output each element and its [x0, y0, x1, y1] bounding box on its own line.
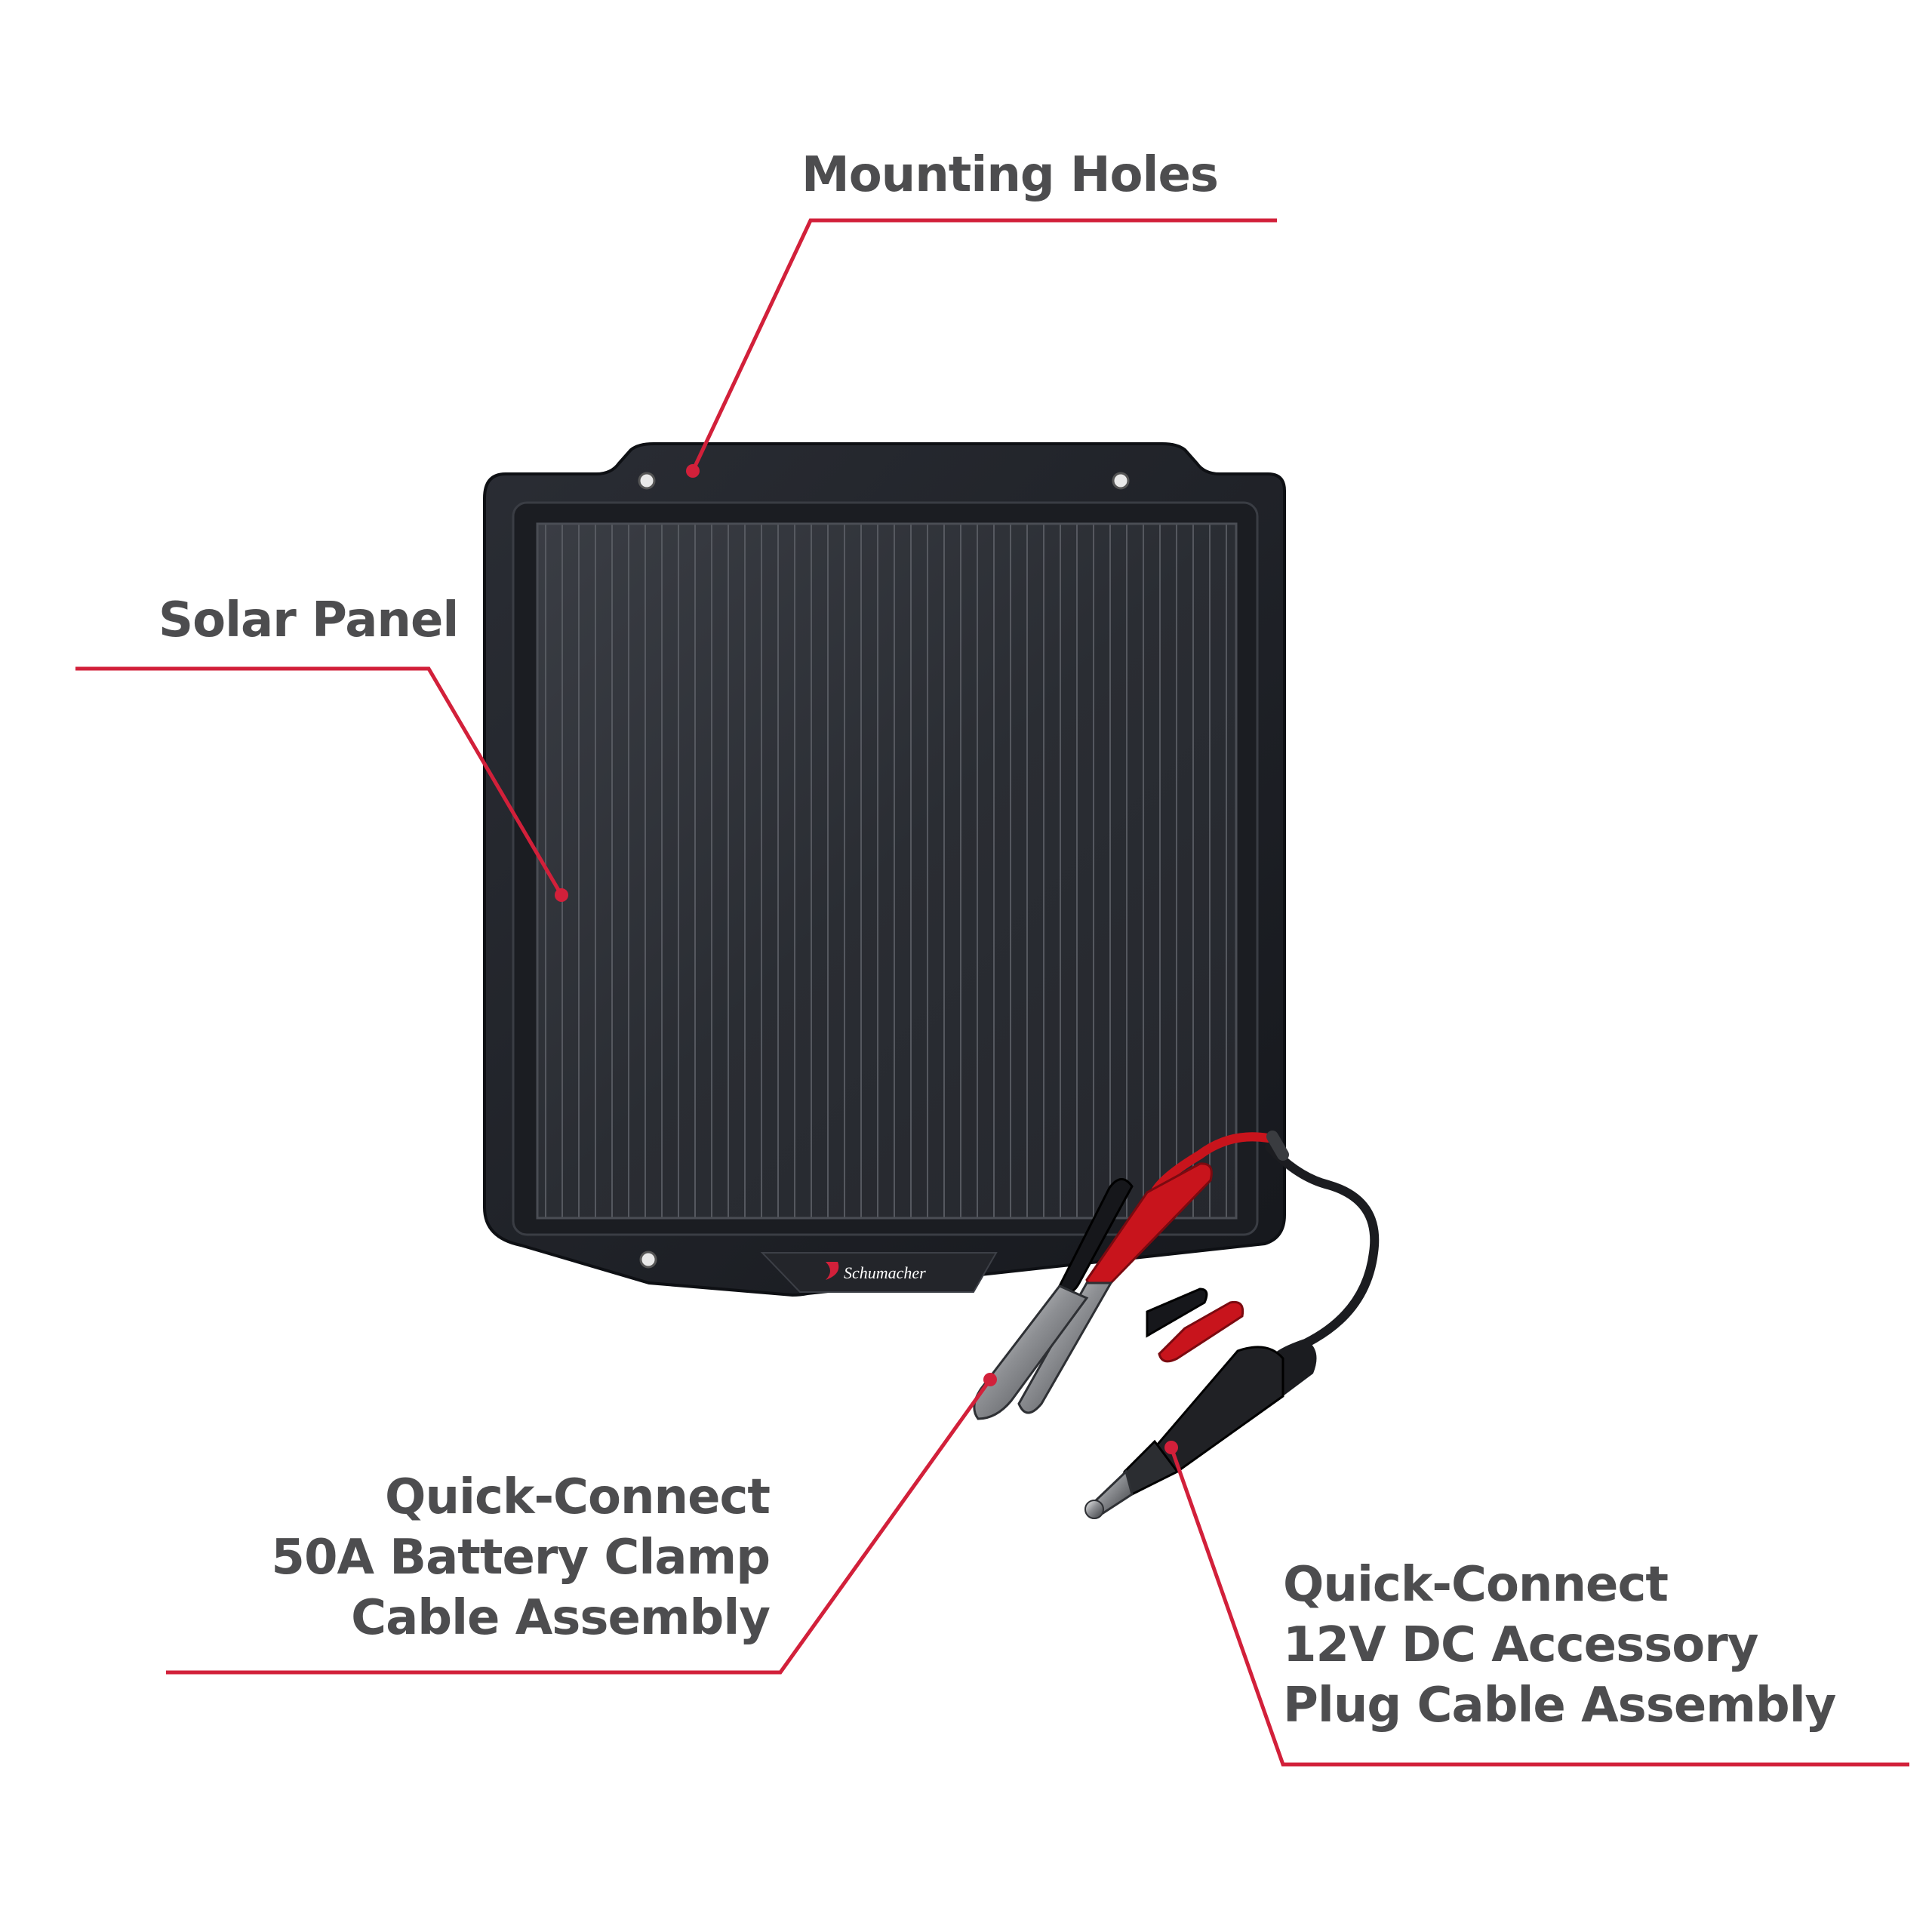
mounting-hole-top-left	[638, 472, 656, 490]
accessory-plug-callout-line	[1169, 1447, 1909, 1767]
brand-logo: Schumacher	[844, 1263, 926, 1282]
battery-clamp-callout-dot	[983, 1373, 997, 1386]
accessory-plug-callout-dot	[1164, 1441, 1178, 1454]
solar-panel-callout-line	[75, 666, 564, 897]
solar-panel-callout-dot	[555, 888, 568, 902]
red-lead-cable	[1150, 1132, 1272, 1197]
accessory-plug-label: Quick-Connect 12V DC Accessory Plug Cabl…	[1283, 1555, 1836, 1736]
accessory-plug-label-line-2: 12V DC Accessory	[1283, 1617, 1759, 1673]
main-cable-stub	[1266, 1131, 1289, 1161]
solar-cells	[536, 522, 1238, 1220]
accessory-plug-label-line-1: Quick-Connect	[1283, 1557, 1669, 1613]
mounting-hole-top-right	[1112, 472, 1130, 490]
accessory-plug	[1084, 1340, 1317, 1519]
mounting-holes-label: Mounting Holes	[801, 147, 1219, 203]
solar-panel-label: Solar Panel	[158, 592, 459, 648]
mounting-hole-bottom-left	[639, 1251, 657, 1269]
black-clamp	[973, 1178, 1208, 1420]
battery-clamp-label-line-1: Quick-Connect	[385, 1469, 771, 1525]
accessory-plug-label-line-3: Plug Cable Assembly	[1283, 1678, 1836, 1734]
battery-clamp-label-line-3: Cable Assembly	[351, 1590, 771, 1646]
mounting-holes	[638, 472, 1130, 1269]
callout-lines	[75, 218, 1909, 1767]
mounting-holes-callout-dot	[686, 464, 700, 478]
brand-logo-plate: Schumacher	[760, 1252, 998, 1293]
mounting-holes-callout-line	[691, 218, 1277, 472]
red-clamp	[1017, 1162, 1244, 1414]
battery-clamp-callout-line	[166, 1378, 992, 1675]
battery-clamp-label: Quick-Connect 50A Battery Clamp Cable As…	[271, 1467, 771, 1648]
battery-clamps	[973, 1162, 1244, 1420]
battery-clamp-label-line-2: 50A Battery Clamp	[271, 1530, 771, 1586]
